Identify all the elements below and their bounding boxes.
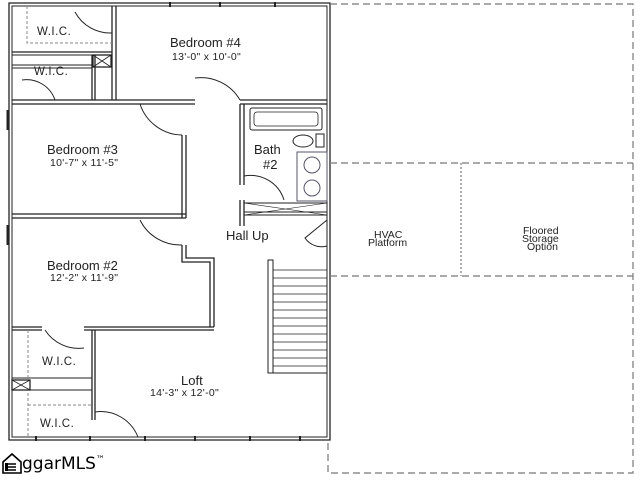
- room-dims-loft: 14'-3" x 12'-0": [150, 387, 220, 399]
- room-dims-bedroom3: 10'-7" x 11'-5": [50, 157, 119, 169]
- room-label-bedroom3: Bedroom #3: [47, 142, 118, 157]
- attic-label-hvac-line2: Platform: [368, 237, 408, 249]
- room-label-bath2: Bath: [254, 142, 281, 157]
- room-label-bedroom4: Bedroom #4: [170, 35, 241, 50]
- attic-label-storage-line1: Floored: [523, 225, 559, 237]
- attic-label-storage-line3: Option: [527, 241, 558, 253]
- room-label-loft: Loft: [181, 373, 203, 388]
- closet-label-wic-1: W.I.C.: [37, 26, 72, 38]
- room-dims-bedroom4: 13'-0" x 10'-0": [172, 51, 242, 63]
- room-label-bedroom2: Bedroom #2: [47, 258, 118, 273]
- attic-label-storage-line2: Storage: [522, 233, 559, 245]
- closet-label-wic-4: W.I.C.: [40, 418, 75, 430]
- closet-label-wic-2: W.I.C.: [34, 66, 69, 78]
- room-label-hall: Hall Up: [226, 228, 269, 243]
- watermark-text: ggarMLS™: [22, 454, 105, 474]
- house-logo-icon: [2, 452, 22, 474]
- closet-label-wic-3: W.I.C.: [42, 356, 77, 368]
- room-number-bath2: #2: [263, 157, 278, 172]
- mls-watermark: ggarMLS™: [2, 452, 105, 474]
- attic-label-hvac-line1: HVAC: [374, 229, 403, 241]
- room-dims-bedroom2: 12'-2" x 11'-9": [50, 272, 119, 284]
